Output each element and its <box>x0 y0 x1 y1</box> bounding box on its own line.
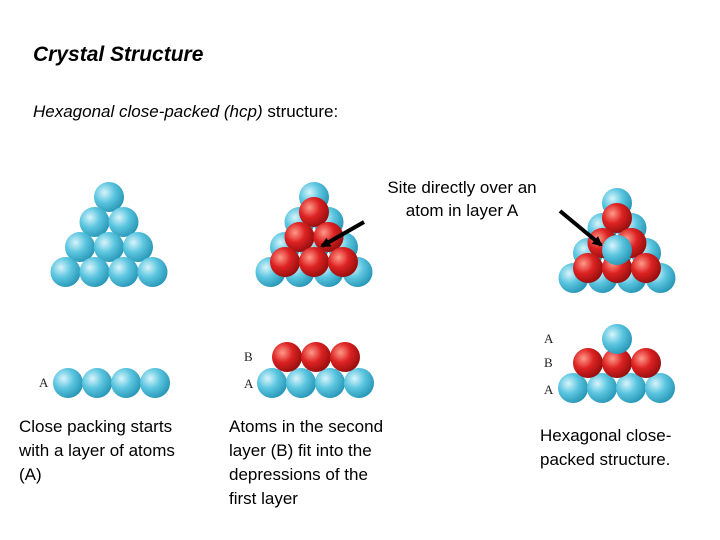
callout-arrow-left <box>320 220 365 248</box>
layer-a-atom <box>645 373 675 403</box>
layer-b-atom <box>272 342 302 372</box>
layer-a-atom <box>587 373 617 403</box>
panel2-label-a: A <box>244 376 254 391</box>
subtitle-rest: structure: <box>262 102 339 121</box>
slide-subtitle: Hexagonal close-packed (hcp) structure: <box>33 102 338 122</box>
callout-label: Site directly over an atom in layer A <box>387 178 537 220</box>
caption-layer-a: Close packing starts with a layer of ato… <box>19 417 175 484</box>
panel2-label-b: B <box>244 349 253 364</box>
callout-arrow-right <box>558 209 603 247</box>
layer-a-atom <box>108 207 139 237</box>
panel3-label-b: B <box>544 355 553 370</box>
layer-b-atom <box>573 253 603 283</box>
layer-b-atom <box>284 222 315 252</box>
layer-a-atom <box>616 373 646 403</box>
layer-b-atom <box>299 197 329 227</box>
layer-b-atom <box>301 342 331 372</box>
layer-a-atom <box>558 373 588 403</box>
layer-a-atom <box>344 368 374 398</box>
layer-a-atom <box>140 368 170 398</box>
layer-b-atom <box>573 348 603 378</box>
layer-b-atom <box>330 342 360 372</box>
layer-a-atom <box>94 232 124 262</box>
layer-a-atom <box>111 368 141 398</box>
layer-a-atom <box>286 368 316 398</box>
layer-a-top-atom <box>602 324 632 354</box>
layer-b-atom <box>602 348 632 378</box>
layer-a-atom <box>108 257 139 287</box>
layer-b-atom <box>631 253 661 283</box>
slide-title: Crystal Structure <box>33 43 204 66</box>
panel1-label-a: A <box>39 375 49 390</box>
layer-a-atom <box>82 368 112 398</box>
layer-a-atom <box>50 257 81 287</box>
layer-a-atom <box>123 232 153 262</box>
layer-b-atom <box>631 348 661 378</box>
layer-a-atom <box>65 232 95 262</box>
layer-b-atom <box>602 203 632 233</box>
layer-a-atom <box>94 182 124 212</box>
layer-b-atom <box>328 247 358 277</box>
layer-a-atom <box>79 207 110 237</box>
layer-a-atom <box>53 368 83 398</box>
caption-hcp: Hexagonal close- packed structure. <box>540 426 672 469</box>
subtitle-italic: Hexagonal close-packed (hcp) <box>33 102 263 121</box>
panel3-label-a-bottom: A <box>544 382 554 397</box>
layer-a-atom <box>137 257 168 287</box>
layer-a-atom <box>315 368 345 398</box>
layer-b-atom <box>270 247 300 277</box>
layer-a-atom <box>79 257 110 287</box>
layer-a-top-atom <box>602 235 632 265</box>
panel3-label-a-top: A <box>544 331 554 346</box>
caption-layer-b: Atoms in the second layer (B) fit into t… <box>229 417 384 508</box>
layer-b-atom <box>299 247 329 277</box>
layer-a-atom <box>257 368 287 398</box>
